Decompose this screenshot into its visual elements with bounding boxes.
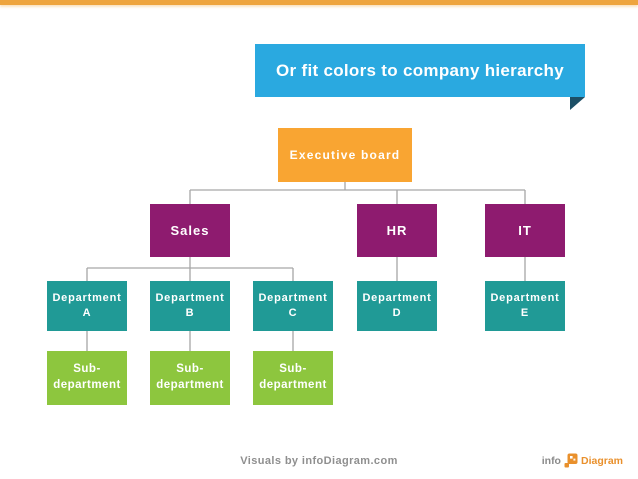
org-node-department-d: Department D [357, 281, 437, 331]
org-node-department-a: Department A [47, 281, 127, 331]
org-node-label: Sub- department [53, 363, 121, 391]
org-node-hr: HR [357, 204, 437, 257]
org-node-label: IT [518, 222, 532, 238]
org-node-label: Department E [490, 292, 560, 319]
infodiagram-logo: info Diagram [542, 453, 623, 468]
org-node-label: Sales [170, 222, 210, 238]
org-node-label: Department D [362, 292, 432, 319]
org-node-sub-department-c: Sub- department [253, 351, 333, 405]
org-node-executive-board: Executive board [278, 128, 412, 182]
banner-fold-triangle [570, 97, 585, 110]
org-node-label: Sub- department [156, 363, 224, 391]
logo-text-info: info [541, 454, 561, 467]
org-node-it: IT [485, 204, 565, 257]
org-node-label: Department C [258, 292, 328, 319]
org-node-label: Executive board [289, 147, 401, 162]
logo-text-diagram: Diagram [580, 454, 623, 467]
org-node-sub-department-a: Sub- department [47, 351, 127, 405]
org-node-department-e: Department E [485, 281, 565, 331]
top-accent-bar [0, 0, 638, 5]
slide-title: Or fit colors to company hierarchy [276, 60, 564, 80]
org-node-sales: Sales [150, 204, 230, 257]
org-node-label: Sub- department [259, 363, 327, 391]
org-node-label: Department A [52, 292, 122, 319]
org-node-department-b: Department B [150, 281, 230, 331]
org-node-sub-department-b: Sub- department [150, 351, 230, 405]
org-node-department-c: Department C [253, 281, 333, 331]
footer-credit: Visuals by infoDiagram.com [240, 455, 398, 467]
title-banner: Or fit colors to company hierarchy [255, 44, 585, 97]
infodiagram-logo-icon [564, 453, 578, 468]
org-node-label: Department B [155, 292, 225, 319]
org-node-label: HR [386, 222, 408, 238]
